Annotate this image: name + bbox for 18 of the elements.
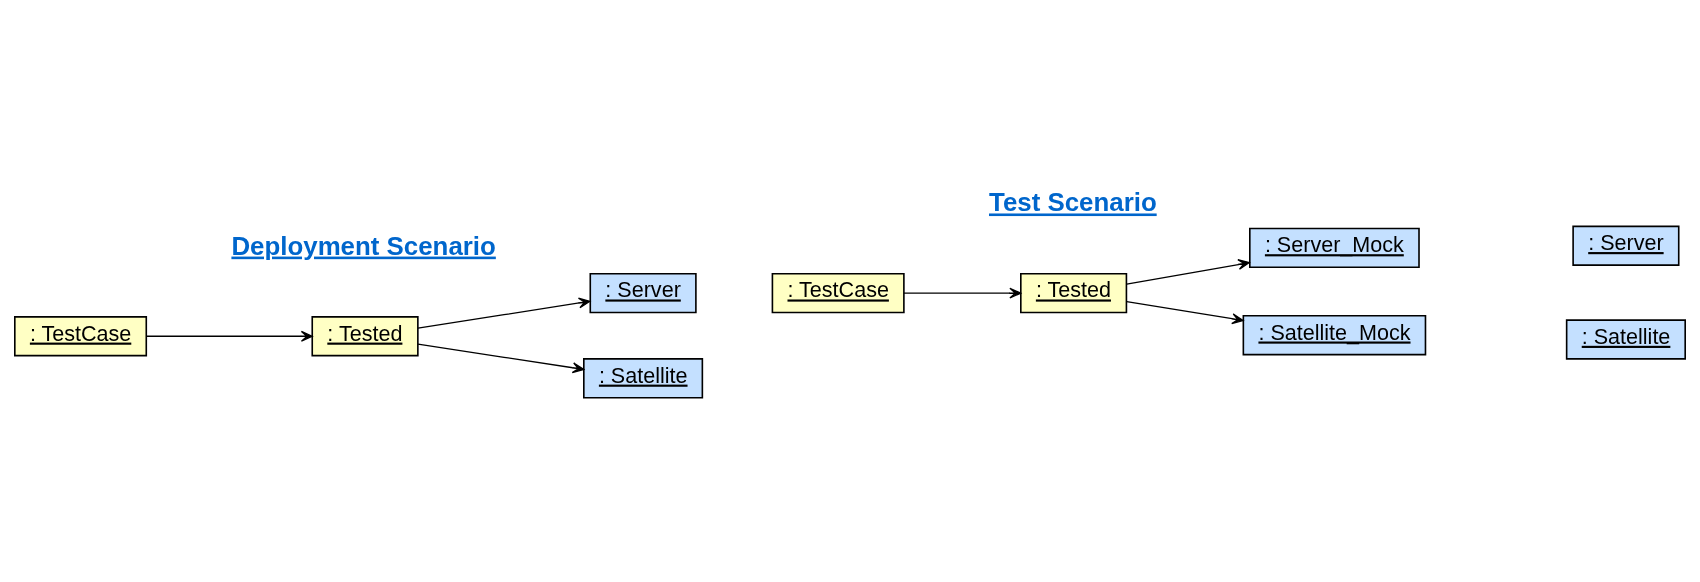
arrow xyxy=(1126,259,1250,285)
arrow xyxy=(1126,300,1244,325)
node-box: : Satellite xyxy=(583,358,704,399)
arrow xyxy=(145,330,313,342)
node-box: : Server_Mock xyxy=(1249,227,1420,269)
label: Test Scenario xyxy=(989,188,1157,217)
arrow xyxy=(417,297,591,329)
node-box: : Server xyxy=(589,272,697,314)
arrow xyxy=(417,343,585,374)
label: Deployment Scenario xyxy=(231,231,496,260)
node-box: : TestCase xyxy=(771,272,905,314)
node-box: : Satellite_Mock xyxy=(1242,315,1427,356)
node-box: : Tested xyxy=(1020,272,1128,314)
node-box: : Satellite xyxy=(1565,319,1686,360)
node-box: : TestCase xyxy=(14,316,148,357)
arrow xyxy=(903,287,1022,299)
node-box: : Tested xyxy=(311,316,419,357)
node-box: : Server xyxy=(1572,225,1680,266)
